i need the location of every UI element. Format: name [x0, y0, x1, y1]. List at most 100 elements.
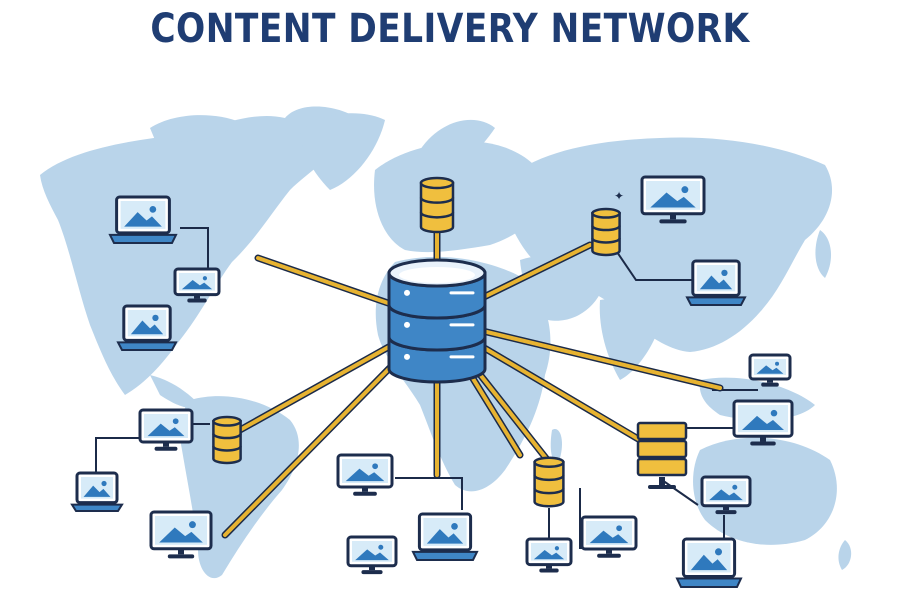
monitor-af-1-icon [336, 453, 394, 496]
monitor-asia-1-icon [640, 175, 706, 224]
edge-server-south-america-icon [212, 415, 242, 465]
laptop-base [675, 577, 743, 588]
mountain-icon [589, 530, 629, 544]
edge-server-asia-icon [591, 207, 621, 257]
database-band [212, 445, 242, 452]
monitor-sa-1-icon [138, 408, 194, 451]
map-asia [505, 137, 833, 352]
edge-server-africa-icon [533, 456, 565, 508]
monitor-neck [546, 564, 552, 569]
mountain-icon [159, 527, 203, 543]
database-band [533, 475, 565, 482]
connector-line [616, 251, 700, 281]
database-band [591, 237, 621, 244]
sun-icon [372, 463, 378, 470]
sun-icon [149, 206, 157, 213]
mountain-icon [130, 320, 164, 335]
monitor-neck [760, 436, 766, 442]
sun-icon [714, 548, 723, 556]
database-band [419, 197, 455, 204]
origin-led [404, 321, 410, 328]
connector-line [395, 477, 463, 510]
mountain-icon [650, 192, 696, 208]
server-unit [636, 421, 688, 441]
database-body [591, 212, 621, 257]
edge-servers [212, 176, 688, 508]
laptop-base [116, 341, 178, 351]
sun-icon [202, 276, 208, 281]
mountain-icon [690, 554, 728, 571]
sun-icon [101, 480, 107, 487]
sun-icon [775, 361, 780, 366]
monitor-neck [369, 565, 375, 571]
sun-icon [378, 544, 384, 550]
client-devices [70, 175, 794, 588]
server-unit [636, 457, 688, 477]
connector-line [180, 227, 209, 270]
edge-server-europe-icon [419, 176, 455, 234]
monitor-stand [361, 570, 383, 575]
mountain-icon [355, 549, 389, 561]
monitor-stand [659, 219, 687, 224]
database-top [212, 415, 242, 427]
server-neck [659, 477, 665, 485]
monitor-neck [362, 487, 368, 492]
laptop-base [108, 233, 178, 244]
laptop-na-3-icon [116, 304, 178, 351]
monitor-neck [723, 505, 729, 511]
laptop-base [411, 550, 479, 561]
database-band [591, 225, 621, 232]
laptop-af-2-icon [411, 512, 479, 561]
mountain-icon [345, 468, 385, 482]
origin-server: ✦ [387, 189, 624, 384]
database-top [419, 176, 455, 190]
laptop-base [70, 503, 124, 512]
mountain-icon [124, 212, 162, 227]
page-title: CONTENT DELIVERY NETWORK [150, 6, 750, 52]
laptop-sa-2-icon [70, 471, 124, 512]
sun-icon [451, 523, 458, 530]
mountain-icon [699, 275, 733, 290]
map-australia [693, 437, 837, 545]
sun-icon [554, 546, 560, 551]
mountain-icon [426, 529, 464, 544]
monitor-asia-5-icon [700, 475, 752, 515]
database-top [591, 207, 621, 219]
monitor-stand [167, 554, 195, 559]
laptop-na-1-icon [108, 195, 178, 244]
monitor-neck [163, 442, 169, 447]
database-band [419, 211, 455, 219]
database-body [533, 460, 565, 508]
monitor-asia-4-icon [732, 399, 794, 446]
monitor-af-3-icon [346, 535, 398, 575]
mountain-icon [83, 485, 111, 497]
sun-icon [770, 409, 778, 417]
sun-icon [732, 484, 738, 490]
monitor-neck [194, 294, 200, 299]
server-stand [648, 485, 676, 489]
map-new-zealand [838, 540, 852, 570]
sun-icon [681, 186, 689, 194]
map-arctic-islands [150, 115, 240, 142]
map-madagascar [550, 429, 563, 462]
map-greenland [300, 113, 385, 190]
monitor-stand [187, 298, 207, 303]
mountain-icon [147, 423, 185, 437]
monitor-stand [750, 441, 776, 446]
mountain-icon [533, 550, 565, 560]
laptop-base [685, 296, 747, 306]
monitor-asia-3-icon [748, 353, 792, 387]
map-scandinavia [420, 119, 495, 172]
sun-icon [616, 525, 622, 532]
map-north-america [40, 106, 360, 396]
monitor-na-2-icon [173, 267, 221, 303]
laptop-asia-6-icon [675, 537, 743, 588]
monitor-neck [178, 548, 184, 555]
map-central-america [150, 375, 200, 408]
database-top [533, 456, 565, 468]
monitor-stand [353, 491, 377, 496]
database-body [212, 420, 242, 465]
database-band [533, 488, 565, 495]
server-unit [636, 439, 688, 459]
